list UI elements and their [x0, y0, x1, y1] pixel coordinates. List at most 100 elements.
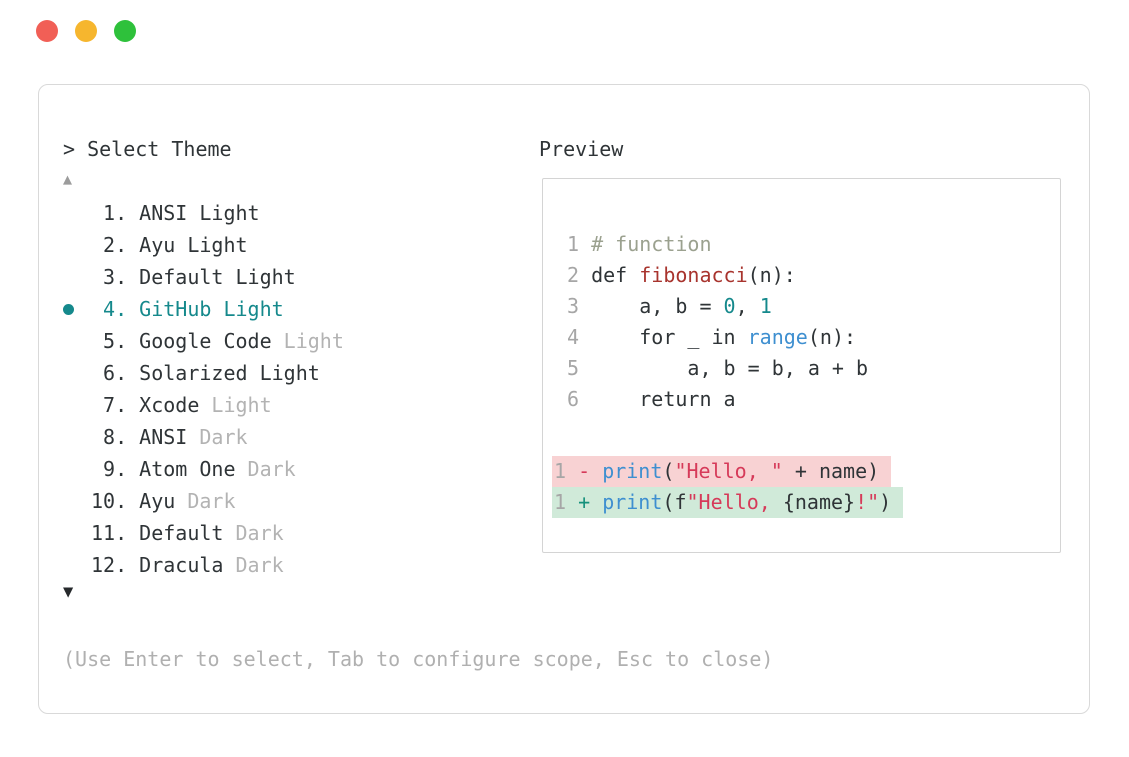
- code-token-fg: def: [591, 263, 640, 287]
- code-token-fg: ,: [735, 294, 760, 318]
- theme-option-variant: Light: [187, 201, 260, 225]
- code-line: 6 return a: [543, 384, 1060, 415]
- theme-option-name: GitHub: [139, 297, 212, 321]
- code-token-num: 1: [759, 294, 772, 318]
- code-token-fg: return a: [591, 387, 736, 411]
- theme-option-variant: Dark: [223, 521, 284, 545]
- theme-option-variant: Dark: [235, 457, 296, 481]
- theme-option-number: 5.: [91, 329, 140, 353]
- theme-option-name: ANSI: [139, 201, 188, 225]
- theme-list: 1. ANSI Light 2. Ayu Light 3. Default Li…: [63, 197, 503, 581]
- code-token-func: fibonacci: [639, 263, 748, 287]
- theme-option-variant: Light: [175, 233, 248, 257]
- theme-option-number: 8.: [91, 425, 140, 449]
- code-token-builtin: print: [602, 490, 663, 514]
- diff-line-removed: 1 - print("Hello, " + name): [543, 456, 1060, 487]
- theme-option-dracula-dark[interactable]: 12. Dracula Dark: [63, 549, 503, 581]
- code-token-fg: a, b = b, a + b: [591, 356, 869, 380]
- theme-option-number: 9.: [91, 457, 140, 481]
- theme-option-number: 3.: [91, 265, 140, 289]
- code-token-minus: -: [578, 459, 603, 483]
- code-line: 2 def fibonacci(n):: [543, 260, 1060, 291]
- theme-option-ansi-dark[interactable]: 8. ANSI Dark: [63, 421, 503, 453]
- code-line: 5 a, b = b, a + b: [543, 353, 1060, 384]
- code-blank-line: [543, 415, 1060, 456]
- theme-selector-dialog: > Select Theme Preview ▲ 1. ANSI Light 2…: [38, 84, 1090, 714]
- line-number: 1: [554, 490, 579, 514]
- code-token-fg: for _ in: [591, 325, 748, 349]
- code-token-fg: (: [662, 459, 675, 483]
- preview-label: Preview: [539, 137, 624, 161]
- code-token-fg: (n):: [747, 263, 796, 287]
- diff-line-added: 1 + print(f"Hello, {name}!"): [543, 487, 1060, 518]
- theme-option-variant: Dark: [223, 553, 284, 577]
- theme-option-variant: Light: [223, 265, 296, 289]
- theme-option-variant: Light: [211, 297, 284, 321]
- code-line: 1 # function: [543, 229, 1060, 260]
- line-number: 1: [567, 232, 592, 256]
- theme-option-name: Google Code: [139, 329, 272, 353]
- line-number: 5: [567, 356, 592, 380]
- code-token-builtin: range: [747, 325, 808, 349]
- scroll-down-indicator[interactable]: ▼: [63, 582, 74, 602]
- theme-option-ayu-dark[interactable]: 10. Ayu Dark: [63, 485, 503, 517]
- theme-option-name: Default: [139, 265, 224, 289]
- theme-option-name: Solarized: [139, 361, 248, 385]
- code-token-fg: {name}: [782, 490, 856, 514]
- theme-option-name: Dracula: [139, 553, 224, 577]
- theme-option-name: Default: [139, 521, 224, 545]
- line-number: 1: [554, 459, 579, 483]
- code-token-str: !": [855, 490, 880, 514]
- code-token-builtin: print: [602, 459, 663, 483]
- line-number: 6: [567, 387, 592, 411]
- theme-option-number: 2.: [91, 233, 140, 257]
- theme-option-github-light[interactable]: 4. GitHub Light: [63, 293, 503, 325]
- code-token-fg: (n):: [807, 325, 857, 349]
- theme-option-name: Atom One: [139, 457, 236, 481]
- theme-option-variant: Dark: [187, 425, 248, 449]
- theme-option-atom-one-dark[interactable]: 9. Atom One Dark: [63, 453, 503, 485]
- theme-option-number: 12.: [91, 553, 140, 577]
- code-token-plus: +: [578, 490, 603, 514]
- theme-option-number: 4.: [91, 297, 140, 321]
- theme-option-xcode-light[interactable]: 7. Xcode Light: [63, 389, 503, 421]
- minimize-button[interactable]: [75, 20, 97, 42]
- window-controls: [36, 20, 136, 42]
- diff-highlight-added: 1 + print(f"Hello, {name}!"): [552, 487, 904, 518]
- select-theme-prompt: > Select Theme: [63, 137, 232, 161]
- code-token-str: "Hello, ": [674, 459, 783, 483]
- code-token-comment: # function: [591, 232, 712, 256]
- theme-option-variant: Dark: [175, 489, 236, 513]
- theme-option-ayu-light[interactable]: 2. Ayu Light: [63, 229, 503, 261]
- theme-option-default-light[interactable]: 3. Default Light: [63, 261, 503, 293]
- theme-option-number: 6.: [91, 361, 140, 385]
- code-token-fg: ): [879, 490, 892, 514]
- line-number: 3: [567, 294, 592, 318]
- scroll-up-indicator[interactable]: ▲: [63, 170, 73, 188]
- theme-option-variant: Light: [271, 329, 344, 353]
- theme-option-google-code-light[interactable]: 5. Google Code Light: [63, 325, 503, 357]
- line-number: 2: [567, 263, 592, 287]
- theme-option-number: 7.: [91, 393, 140, 417]
- theme-option-solarized-light[interactable]: 6. Solarized Light: [63, 357, 503, 389]
- close-button[interactable]: [36, 20, 58, 42]
- code-line: 4 for _ in range(n):: [543, 322, 1060, 353]
- code-token-fg: + name): [782, 459, 880, 483]
- theme-option-number: 10.: [91, 489, 140, 513]
- theme-option-default-dark[interactable]: 11. Default Dark: [63, 517, 503, 549]
- code-token-fg: (f: [662, 490, 687, 514]
- theme-option-number: 11.: [91, 521, 140, 545]
- theme-option-variant: Light: [247, 361, 320, 385]
- theme-option-name: Ayu: [139, 489, 176, 513]
- theme-option-variant: Light: [199, 393, 272, 417]
- theme-option-name: Xcode: [139, 393, 200, 417]
- theme-option-number: 1.: [91, 201, 140, 225]
- theme-option-name: Ayu: [139, 233, 176, 257]
- code-token-str: "Hello,: [686, 490, 783, 514]
- help-text: (Use Enter to select, Tab to configure s…: [63, 647, 774, 671]
- theme-option-ansi-light[interactable]: 1. ANSI Light: [63, 197, 503, 229]
- zoom-button[interactable]: [114, 20, 136, 42]
- code-line: 3 a, b = 0, 1: [543, 291, 1060, 322]
